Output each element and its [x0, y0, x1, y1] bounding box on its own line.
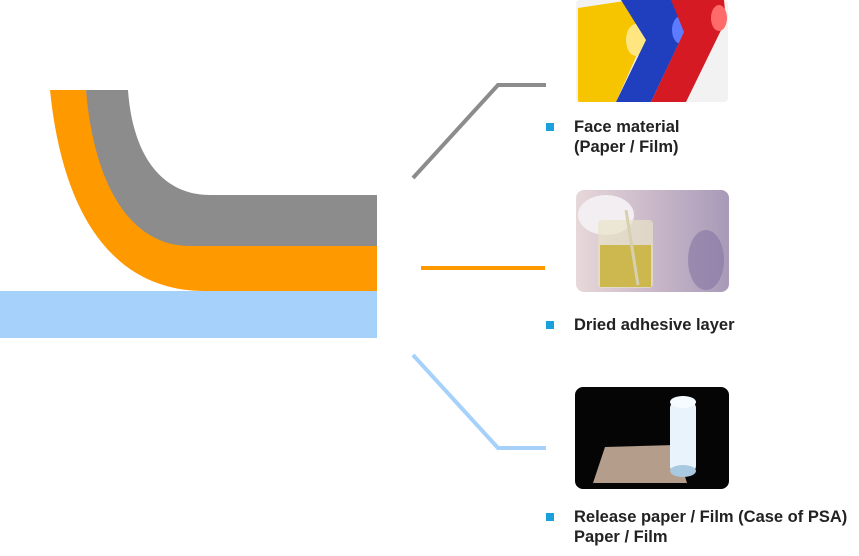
bullet-square-icon: [546, 123, 554, 131]
adhesive-photo: [576, 190, 729, 292]
adhesive-label: Dried adhesive layer: [546, 315, 735, 335]
release-subtitle: Paper / Film: [574, 528, 668, 546]
release-connector-line: [411, 353, 546, 450]
face-connector-line: [411, 83, 546, 180]
bullet-square-icon: [546, 321, 554, 329]
face-material-label: Face material (Paper / Film): [546, 117, 679, 157]
release-label: Release paper / Film (Case of PSA) Paper…: [546, 507, 847, 547]
release-film-photo: [575, 387, 729, 489]
face-material-name: Face material: [574, 118, 680, 136]
face-material-subtitle: (Paper / Film): [574, 138, 679, 156]
release-name: Release paper / Film (Case of PSA): [574, 508, 848, 526]
face-layer-band: [86, 90, 377, 246]
release-layer-band: [0, 291, 377, 338]
face-material-photo: [576, 0, 728, 102]
bullet-square-icon: [546, 513, 554, 521]
adhesive-name: Dried adhesive layer: [574, 316, 735, 334]
